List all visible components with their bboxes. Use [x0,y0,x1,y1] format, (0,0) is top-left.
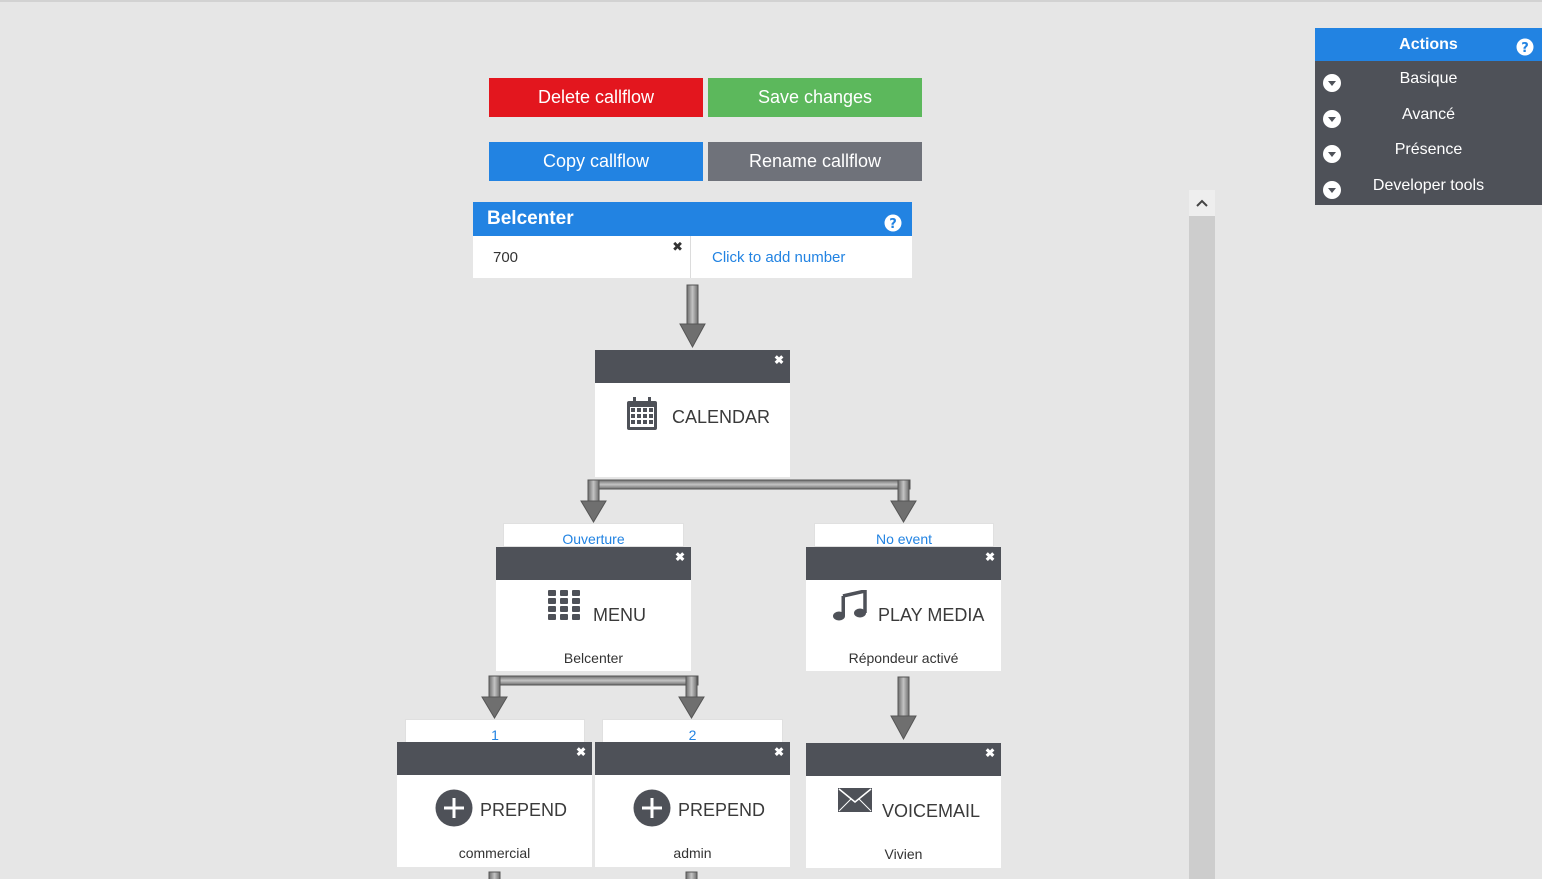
branch-label-1[interactable]: 1 [405,719,585,743]
actions-panel: Actions ? Basique Avancé Présence [1315,28,1542,205]
actions-category-label: Basique [1399,70,1458,87]
callflow-root: Belcenter ? 700 ✖ Click to add number [473,202,912,278]
node-play-media[interactable]: ✖ PLAY MEDIA Répondeur activé [806,547,1001,671]
help-icon[interactable]: ? [884,210,902,244]
node-title: PLAY MEDIA [878,605,985,625]
actions-category-developer-tools[interactable]: Developer tools [1315,168,1542,204]
remove-number-icon[interactable]: ✖ [672,239,683,254]
branch-label-2[interactable]: 2 [602,719,783,743]
svg-text:?: ? [889,217,897,232]
node-subtitle: Répondeur activé [848,650,959,666]
actions-category-avance[interactable]: Avancé [1315,97,1542,133]
chevron-down-icon [1323,141,1341,176]
node-prepend-admin[interactable]: ✖ PREPEND admin [595,742,790,867]
callflow-number: 700 [493,249,519,266]
chevron-down-icon [1323,70,1341,105]
actions-title: Actions [1399,36,1458,53]
node-title: PREPEND [480,800,568,820]
actions-category-label: Developer tools [1372,176,1485,194]
node-title: MENU [593,605,646,625]
node-title: PREPEND [678,800,766,820]
arrow-calendar-split [580,479,917,523]
remove-node-icon[interactable]: ✖ [575,745,586,759]
save-changes-button[interactable]: Save changes [708,78,922,117]
copy-callflow-button[interactable]: Copy callflow [489,142,703,181]
remove-node-icon[interactable]: ✖ [674,550,685,564]
node-calendar[interactable]: ✖ CALENDAR [595,350,790,477]
number-cell[interactable]: 700 ✖ [473,236,691,278]
node-subtitle: admin [673,845,712,861]
remove-node-icon[interactable]: ✖ [773,353,784,367]
chevron-up-icon [1196,199,1208,207]
arrow-root-calendar [679,284,706,349]
arrow-playmedia-voicemail [890,676,917,741]
add-number-link[interactable]: Click to add number [712,249,846,266]
plus-circle-icon [633,789,671,832]
actions-header: Actions ? [1315,28,1542,61]
node-title: CALENDAR [672,407,771,427]
branch-label-ouverture[interactable]: Ouverture [503,523,684,547]
rename-callflow-button[interactable]: Rename callflow [708,142,922,181]
node-subtitle: Vivien [884,846,923,862]
chevron-down-icon [1323,106,1341,141]
calendar-icon [626,397,658,436]
remove-node-icon[interactable]: ✖ [984,550,995,564]
arrow-stub-prepend-2 [685,871,698,879]
music-note-icon [833,588,867,627]
svg-text:?: ? [1521,41,1529,56]
node-voicemail[interactable]: ✖ VOICEMAIL Vivien [806,743,1001,868]
callflow-name: Belcenter [487,208,574,229]
actions-category-label: Présence [1394,141,1463,158]
scroll-up-button[interactable] [1189,190,1215,216]
node-subtitle: commercial [458,845,531,861]
actions-category-basique[interactable]: Basique [1315,61,1542,97]
node-prepend-commercial[interactable]: ✖ PREPEND commercial [397,742,592,867]
node-title: VOICEMAIL [882,801,981,821]
delete-callflow-button[interactable]: Delete callflow [489,78,703,117]
actions-category-label: Avancé [1401,105,1456,123]
chevron-down-icon [1323,177,1341,212]
branch-label-no-event[interactable]: No event [814,523,994,547]
callflow-header: Belcenter ? [473,202,912,236]
envelope-icon [838,788,872,817]
remove-node-icon[interactable]: ✖ [773,745,784,759]
node-subtitle: Belcenter [563,650,624,666]
actions-category-presence[interactable]: Présence [1315,132,1542,168]
arrow-stub-prepend-1 [488,871,501,879]
vertical-scrollbar[interactable] [1189,190,1215,879]
arrow-menu-split [481,675,705,719]
plus-circle-icon [435,789,473,832]
keypad-icon [548,590,580,625]
node-menu[interactable]: ✖ MENU Belcenter [496,547,691,671]
remove-node-icon[interactable]: ✖ [984,746,995,760]
help-icon[interactable]: ? [1516,35,1534,68]
